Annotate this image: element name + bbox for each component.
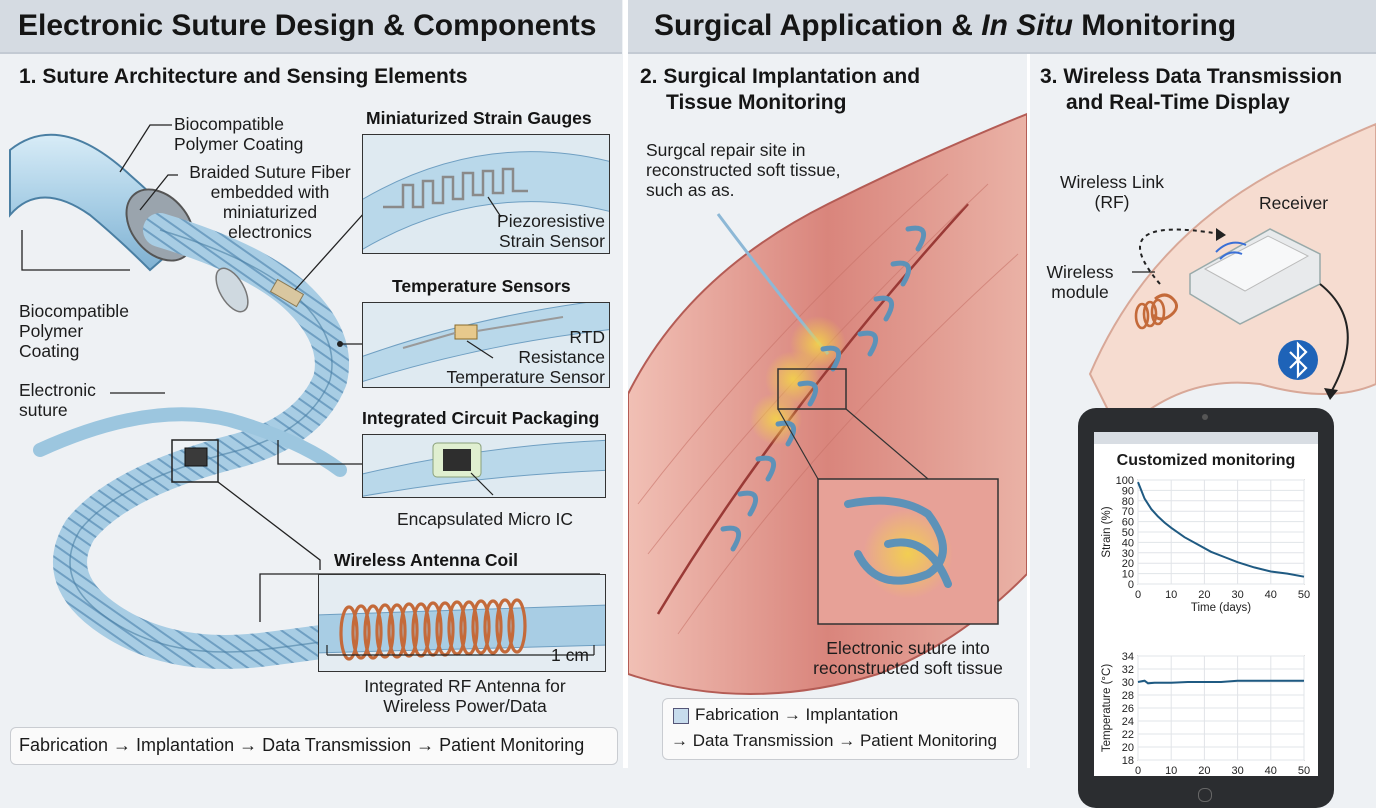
x-tick-label: 50 — [1298, 589, 1310, 601]
process-footer: Fabrication → Implantation → Data Transm… — [10, 727, 618, 765]
y-tick-label: 40 — [1122, 537, 1134, 549]
y-tick-label: 50 — [1122, 527, 1134, 539]
y-axis-label: Strain (%) — [1101, 506, 1113, 557]
ic-box — [362, 434, 606, 498]
header-right: Surgical Application & In Situ Monitorin… — [628, 0, 1376, 54]
divider-main — [623, 0, 628, 768]
x-tick-label: 40 — [1265, 765, 1277, 776]
arm-illustration — [1088, 122, 1376, 436]
ic-title: Integrated Circuit Packaging — [362, 408, 600, 428]
y-tick-label: 90 — [1122, 485, 1134, 497]
y-tick-label: 80 — [1122, 496, 1134, 508]
panel1-title: 1. Suture Architecture and Sensing Eleme… — [19, 65, 468, 88]
y-tick-label: 10 — [1122, 569, 1134, 581]
x-tick-label: 0 — [1135, 765, 1141, 776]
home-button[interactable] — [1198, 788, 1212, 802]
header-left: Electronic Suture Design & Components — [0, 0, 622, 54]
x-tick-label: 0 — [1135, 589, 1141, 601]
x-tick-label: 20 — [1198, 765, 1210, 776]
wireless-link-label: Wireless Link(RF) — [1059, 172, 1165, 212]
x-tick-label: 40 — [1265, 589, 1277, 601]
temperature-graphic — [363, 303, 609, 382]
y-tick-label: 70 — [1122, 506, 1134, 518]
thin-suture — [33, 407, 347, 477]
y-tick-label: 28 — [1122, 690, 1134, 702]
y-tick-label: 26 — [1122, 703, 1134, 715]
tablet-camera — [1202, 414, 1208, 420]
y-tick-label: 22 — [1122, 729, 1134, 741]
y-tick-label: 30 — [1122, 677, 1134, 689]
antenna-title: Wireless Antenna Coil — [334, 550, 518, 570]
scale-label: 1 cm — [551, 645, 589, 665]
strain-series-line — [1137, 481, 1305, 578]
temperature-title: Temperature Sensors — [392, 276, 571, 296]
receiver-label: Receiver — [1259, 193, 1329, 213]
x-tick-label: 10 — [1165, 765, 1177, 776]
y-tick-label: 32 — [1122, 664, 1134, 676]
y-tick-label: 20 — [1122, 742, 1134, 754]
tissue-illustration — [628, 112, 1027, 695]
strain-gauge-title: Miniaturized Strain Gauges — [366, 108, 592, 128]
x-tick-label: 20 — [1198, 589, 1210, 601]
y-tick-label: 18 — [1122, 755, 1134, 767]
rf-link-arrow — [1139, 228, 1221, 285]
antenna-graphic — [319, 598, 605, 661]
strain-gauge-graphic — [363, 151, 609, 250]
x-tick-label: 10 — [1165, 589, 1177, 601]
x-tick-label: 30 — [1231, 765, 1243, 776]
ic-label: Encapsulated Micro IC — [397, 509, 574, 529]
y-tick-label: 0 — [1128, 579, 1134, 591]
x-tick-label: 30 — [1231, 589, 1243, 601]
receiver-device — [1189, 228, 1321, 325]
tablet-status-bar — [1094, 432, 1318, 444]
antenna-box: 1 cm — [318, 574, 606, 672]
y-tick-label: 30 — [1122, 548, 1134, 560]
y-tick-label: 24 — [1122, 716, 1134, 728]
divider-right — [1027, 54, 1030, 768]
y-tick-label: 20 — [1122, 558, 1134, 570]
y-tick-label: 60 — [1122, 517, 1134, 529]
y-axis-label: Temperature (°C) — [1101, 664, 1113, 752]
header-right-title: Surgical Application & In Situ Monitorin… — [654, 9, 1237, 42]
tablet-title: Customized monitoring — [1116, 452, 1296, 469]
legend-box: Fabrication → Implantation → Data Transm… — [662, 698, 1019, 760]
panel-suture-architecture: 1. Suture Architecture and Sensing Eleme… — [0, 54, 622, 768]
fiber-ic-chip — [184, 447, 208, 467]
x-tick-label: 50 — [1298, 765, 1310, 776]
y-tick-label: 34 — [1122, 651, 1134, 663]
x-axis-label: Time (days) — [1191, 602, 1251, 614]
temperature-series-line — [1137, 679, 1304, 685]
ic-graphic — [363, 439, 605, 497]
y-tick-label: 100 — [1116, 476, 1134, 487]
header-left-title: Electronic Suture Design & Components — [18, 9, 597, 42]
